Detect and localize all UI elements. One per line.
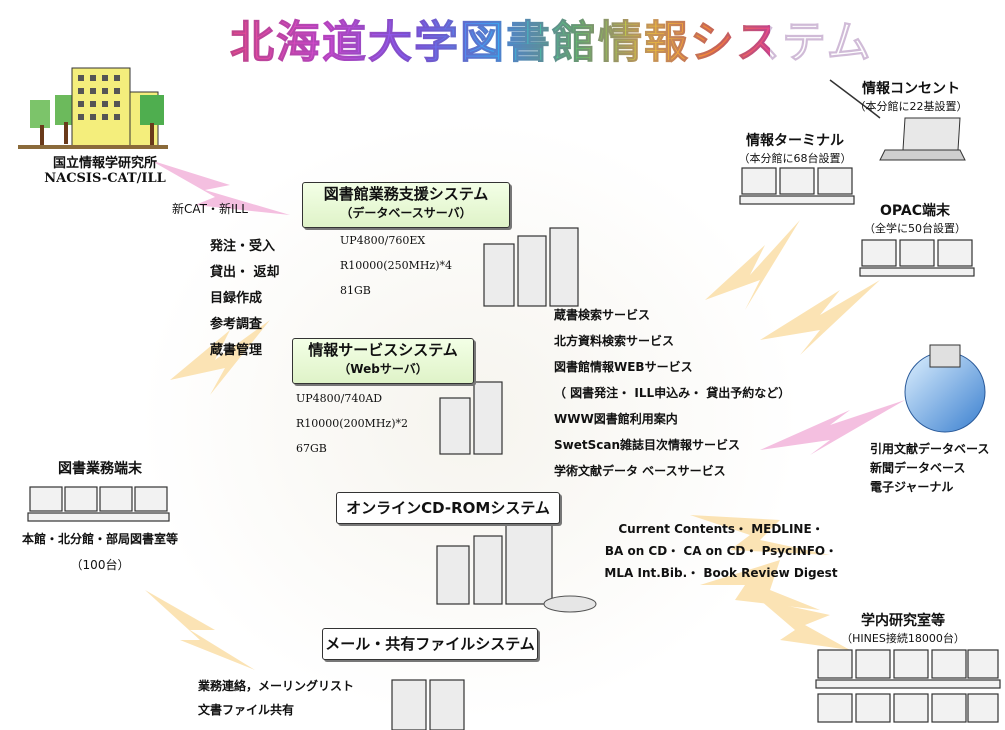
cdrom-system-name: オンラインCD-ROMシステム [346, 499, 550, 517]
bolt-labs [690, 515, 830, 555]
business-terminal-sub2: （100台） [70, 558, 130, 572]
business-terminal-title: 図書業務端末 [58, 461, 142, 477]
info-outlet-title: 情報コンセント [862, 81, 960, 97]
labs-sub: （HINES接続18000台） [841, 632, 965, 645]
labs-title: 学内研究室等 [861, 613, 945, 629]
service-item: 学術文献データ ベースサービス [554, 464, 726, 478]
spec-item: UP4800/740AD [296, 392, 383, 405]
opac-title: OPAC端末 [880, 203, 950, 219]
cd-database-item: BA on CD・ CA on CD・ PsycINFO・ [604, 544, 838, 558]
spec-item: R10000(200MHz)*2 [296, 417, 409, 430]
spec-item: UP4800/760EX [340, 234, 426, 247]
info-system-box: 情報サービスシステム （Webサーバ） [292, 338, 474, 384]
cd-database-item: Current Contents・ MEDLINE・ [618, 522, 824, 536]
info-outlet-label: 情報コンセント （本分館に22基設置） [836, 78, 986, 114]
bolt-external-db [760, 400, 905, 455]
opac-sub: （全学に50台設置） [864, 222, 966, 235]
nacsis-name: 国立情報学研究所 [52, 156, 157, 171]
task-item: 参考調査 [210, 317, 263, 332]
nacsis-system: NACSIS-CAT/ILL [44, 171, 166, 186]
lib-system-box: 図書館業務支援システム （データベースサーバ） [302, 182, 510, 228]
spec-item: 81GB [340, 284, 371, 297]
spec-item: R10000(250MHz)*4 [340, 259, 453, 272]
info-system-sub: （Webサーバ） [338, 362, 428, 376]
task-item: 貸出・ 返却 [210, 265, 280, 280]
info-terminal-label: 情報ターミナル （本分館に68台設置） [720, 130, 870, 166]
info-terminal-title: 情報ターミナル [746, 133, 844, 149]
globe-illustration [904, 344, 986, 433]
mail-system-box: メール・共有ファイルシステム [322, 628, 538, 660]
task-list: 発注・受入 貸出・ 返却 目録作成 参考調査 蔵書管理 [210, 234, 280, 364]
page-title: 北海道大学図書館情報システム [230, 6, 871, 69]
mail-item: 文書ファイル共有 [198, 703, 295, 717]
laptop-illustration [829, 79, 966, 161]
cd-database-item: MLA Int.Bib.・ Book Review Digest [604, 566, 838, 580]
cdrom-system-box: オンラインCD-ROMシステム [336, 492, 560, 524]
service-item: （ 図書発注・ ILL申込み・ 貸出予約など） [554, 386, 791, 400]
service-item: 図書館情報WEBサービス [554, 360, 693, 374]
info-system-name: 情報サービスシステム [308, 341, 458, 359]
bolt-opac-terminal [705, 220, 800, 310]
task-item: 目録作成 [210, 291, 263, 306]
labs-label: 学内研究室等 （HINES接続18000台） [818, 610, 988, 646]
connection-bolts [145, 220, 880, 670]
terminal-rows [27, 167, 1001, 723]
bolt-cd [700, 560, 820, 610]
service-item: 北方資料検索サービス [554, 334, 675, 348]
service-item: WWW図書館利用案内 [554, 412, 678, 426]
server-illustrations [391, 227, 579, 730]
bolt-nacsis [150, 160, 290, 215]
building-illustration [18, 67, 168, 149]
cd-disc [543, 595, 597, 613]
external-db-item: 新聞データベース [870, 461, 966, 475]
task-item: 発注・受入 [210, 239, 276, 254]
mail-system-items: 業務連絡，メーリングリスト 文書ファイル共有 [198, 674, 354, 722]
nacsis-link-label: 新CAT・新ILL [172, 202, 248, 216]
service-list: 蔵書検索サービス 北方資料検索サービス 図書館情報WEBサービス （ 図書発注・… [554, 302, 790, 484]
info-system-specs: UP4800/740AD R10000(200MHz)*2 67GB [296, 386, 408, 461]
lib-system-sub: （データベースサーバ） [340, 206, 472, 220]
info-outlet-sub: （本分館に22基設置） [854, 100, 968, 113]
service-item: SwetScan雑誌目次情報サービス [554, 438, 741, 452]
external-db-item: 電子ジャーナル [870, 480, 954, 494]
bolt-left-upper [170, 320, 270, 395]
opac-label: OPAC端末 （全学に50台設置） [840, 200, 990, 236]
task-item: 蔵書管理 [210, 343, 263, 358]
service-item: 蔵書検索サービス [554, 308, 651, 322]
external-db-item: 引用文献データベース [870, 442, 990, 456]
cd-database-list: Current Contents・ MEDLINE・ BA on CD・ CA … [586, 518, 856, 584]
mail-item: 業務連絡，メーリングリスト [198, 679, 355, 693]
pink-bolts [150, 160, 905, 455]
info-terminal-sub: （本分館に68台設置） [738, 152, 852, 165]
bolt-opac-lower [760, 280, 880, 355]
business-terminal-sub1: 本館・北分館・部局図書室等 [21, 532, 178, 546]
lib-system-specs: UP4800/760EX R10000(250MHz)*4 81GB [340, 228, 452, 303]
external-db-list: 引用文献データベース 新聞データベース 電子ジャーナル [870, 440, 989, 497]
lib-system-name: 図書館業務支援システム [323, 185, 489, 203]
mail-system-name: メール・共有ファイルシステム [325, 635, 535, 653]
nacsis-label: 国立情報学研究所 NACSIS-CAT/ILL [20, 152, 190, 186]
bolt-labs-lower [760, 600, 850, 650]
bolt-left-lower [145, 590, 255, 670]
spec-item: 67GB [296, 442, 327, 455]
